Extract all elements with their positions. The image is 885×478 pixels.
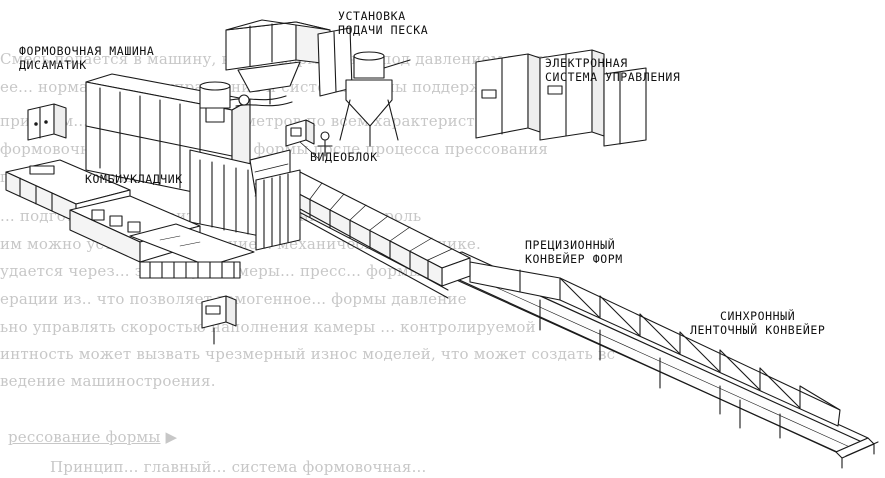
- left-cabinet: [27, 103, 67, 141]
- control-box: [201, 295, 237, 345]
- ghost-line: ведение машиностроения.: [0, 372, 216, 390]
- label-sand-feed-unit: УСТАНОВКА ПОДАЧИ ПЕСКА: [338, 9, 429, 37]
- cyclone-unit: [339, 51, 411, 147]
- precision-conveyor: [271, 171, 471, 299]
- label-precision-conveyor: ПРЕЦИЗИОННЫЙ КОНВЕЙЕР ФОРМ: [525, 238, 623, 266]
- ghost-line: рессование формы ▶: [8, 428, 178, 446]
- cooling-tunnel: [255, 169, 301, 251]
- video-unit-box: [285, 119, 333, 157]
- belt-conveyor: [419, 251, 879, 469]
- label-belt-conveyor: СИНХРОННЫЙ ЛЕНТОЧНЫЙ КОНВЕЙЕР: [690, 309, 826, 337]
- sand-feed-unit: [199, 19, 353, 123]
- label-control-system: ЭЛЕКТРОННАЯ СИСТЕМА УПРАВЛЕНИЯ: [545, 56, 681, 84]
- core-setter: [5, 159, 255, 279]
- ghost-line: Принцип... главный... система формовочна…: [50, 458, 427, 476]
- label-core-setter: КОМБИУКЛАДЧИК: [85, 172, 183, 186]
- ghost-line: интность может вызвать чрезмерный износ …: [0, 345, 616, 363]
- label-video-unit: ВИДЕОБЛОК: [310, 150, 378, 164]
- ghost-line: ьно управлять скоростью наполнения камер…: [0, 318, 536, 336]
- label-molding-machine: ФОРМОВОЧНАЯ МАШИНА ДИСАМАТИК: [19, 44, 155, 72]
- control-cabinets: [475, 49, 647, 147]
